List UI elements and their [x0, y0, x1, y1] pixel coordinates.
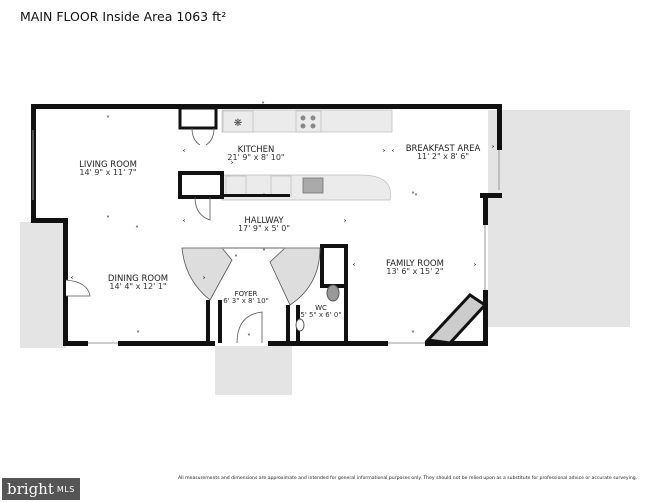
room-name: FOYER: [235, 290, 258, 298]
room-dims: 21' 9" x 8' 10": [227, 153, 284, 162]
kitchen-counters: ❋: [221, 109, 393, 201]
room-name: HALLWAY: [244, 216, 284, 226]
room-name: DINING ROOM: [108, 274, 168, 284]
range-icon: [295, 110, 322, 133]
svg-text:˃: ˃: [343, 218, 347, 228]
disclaimer-text: All measurements and dimensions are appr…: [178, 476, 638, 481]
svg-text:˃: ˃: [202, 275, 206, 285]
fireplace-icon: [424, 293, 488, 345]
sink-icon: [295, 318, 305, 332]
svg-text:˂: ˂: [70, 275, 74, 285]
svg-text:˃: ˃: [491, 144, 495, 154]
svg-text:˄: ˄: [411, 191, 415, 200]
room-name: KITCHEN: [238, 145, 275, 155]
logo-brand: bright: [7, 480, 54, 498]
staircase: [181, 247, 321, 306]
bright-mls-logo: bright MLS: [2, 478, 80, 500]
doors: [65, 127, 263, 344]
room-dims: 6' 3" x 8' 10": [223, 297, 269, 305]
svg-text:˂: ˂: [352, 262, 356, 272]
svg-text:˅: ˅: [106, 215, 110, 224]
floor-title: MAIN FLOOR Inside Area 1063 ft²: [20, 9, 227, 24]
front-stoop: [215, 346, 292, 395]
svg-text:˂: ˂: [391, 148, 395, 158]
room-name: LIVING ROOM: [79, 160, 137, 170]
svg-text:˄: ˄: [262, 193, 266, 202]
walls: [31, 104, 502, 346]
svg-text:˅: ˅: [411, 330, 415, 339]
toilet-icon: [326, 284, 340, 302]
svg-text:˅: ˅: [247, 333, 251, 342]
svg-text:˂: ˂: [182, 148, 186, 158]
room-dims: 14' 9" x 11' 7": [79, 168, 136, 177]
svg-text:˅: ˅: [136, 330, 140, 339]
left-patio: [20, 222, 66, 348]
room-name: BREAKFAST AREA: [406, 144, 481, 154]
svg-text:˃: ˃: [382, 148, 386, 158]
sink-icon: [302, 177, 324, 194]
cooktop-icon: ❋: [234, 118, 242, 129]
svg-text:˅: ˅: [262, 248, 266, 257]
room-dims: 14' 4" x 12' 1": [109, 282, 166, 291]
measurement-arrows: ˅˂ ˃˃ ˂˃ ˅˄ ˂˃ ˄˅ ˄˅ ˄˂ ˃˂ ˃˅ ˅˅ ˅: [70, 101, 495, 342]
room-name: WC: [315, 304, 327, 312]
svg-text:˃: ˃: [230, 160, 234, 170]
logo-suffix: MLS: [56, 484, 75, 494]
svg-text:˂: ˂: [182, 218, 186, 228]
room-dims: 17' 9" x 5' 0": [238, 224, 290, 233]
windows: [32, 130, 500, 344]
room-name: FAMILY ROOM: [386, 259, 444, 269]
svg-text:˅: ˅: [261, 101, 265, 110]
svg-text:˄: ˄: [234, 254, 238, 263]
room-dims: 5' 5" x 6' 0": [300, 311, 341, 319]
room-dims: 11' 2" x 8' 6": [417, 152, 469, 161]
right-deck: [488, 110, 630, 327]
svg-text:˅: ˅: [414, 193, 418, 202]
svg-text:˃: ˃: [473, 262, 477, 272]
room-dims: 13' 6" x 15' 2": [386, 267, 443, 276]
svg-text:˄: ˄: [135, 225, 139, 234]
svg-text:˅: ˅: [106, 115, 110, 124]
